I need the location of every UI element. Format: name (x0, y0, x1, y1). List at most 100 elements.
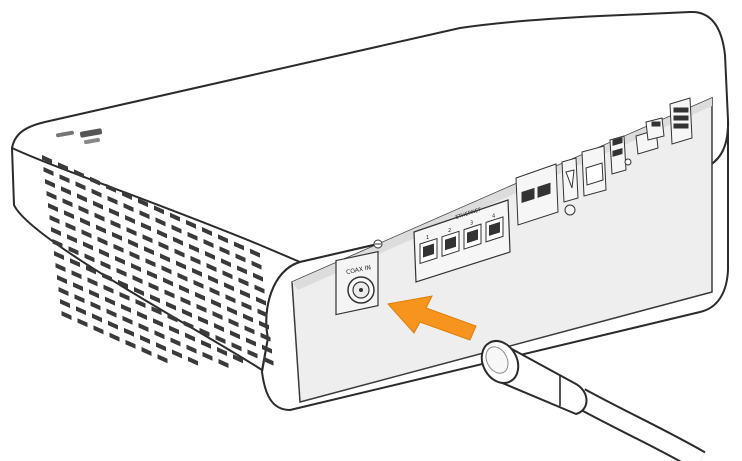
vent-slot (59, 174, 70, 184)
vent-slot (174, 248, 185, 258)
vent-slot (75, 181, 86, 191)
vent-slot (180, 296, 191, 306)
vent-slot (108, 320, 118, 330)
vent-slot (128, 239, 138, 248)
coax-cable[interactable] (475, 335, 706, 461)
ethernet-jack-opening (489, 221, 500, 236)
vent-slot (183, 320, 194, 330)
vent-slot (198, 315, 208, 325)
vent-slot (251, 260, 262, 270)
vent-slot (235, 253, 246, 263)
vent-slot (211, 299, 221, 309)
vent-slot (73, 282, 83, 292)
vent-slot (84, 253, 95, 263)
vent-slot (259, 320, 269, 330)
vent-slot (151, 306, 162, 316)
vent-slot (52, 239, 63, 248)
power-inlet[interactable] (669, 97, 693, 145)
vent-slot (177, 272, 188, 282)
vent-slot (91, 188, 102, 198)
vent-slot (46, 191, 57, 200)
top-logo-badge (56, 128, 103, 145)
vent-slot (222, 270, 233, 280)
vent-slot (90, 176, 100, 186)
vent-slot (215, 335, 226, 345)
vent-slot (60, 299, 70, 308)
vent-slot (179, 284, 189, 294)
vent-slot (87, 277, 98, 287)
ethernet-port-number: 2 (448, 228, 451, 234)
vent-slot (188, 356, 198, 366)
insert-direction-arrow-icon (387, 295, 477, 341)
vent-slot (121, 303, 131, 313)
side-vents (42, 155, 274, 369)
vent-slot (77, 318, 88, 328)
vent-slot (160, 253, 170, 263)
vent-slot (166, 301, 176, 311)
vent-slot (240, 289, 250, 299)
ethernet-jack-opening (467, 229, 478, 244)
vent-slot (42, 155, 52, 164)
vent-slot (218, 234, 228, 244)
vent-slot (237, 265, 247, 275)
vent-slot (238, 277, 249, 287)
vent-slot (135, 299, 146, 308)
vent-slot (62, 198, 73, 208)
vent-slot (124, 327, 134, 337)
vent-slot (185, 332, 195, 342)
vent-slot (161, 265, 172, 275)
vent-slot (86, 265, 96, 275)
vent-slot (189, 243, 199, 253)
vent-slot (221, 258, 231, 268)
vent-slot (169, 325, 179, 335)
vent-slot (112, 231, 122, 241)
rear-ports-cluster (515, 97, 693, 226)
vent-slot (148, 282, 159, 292)
vent-slot (263, 356, 274, 366)
vent-slot (154, 205, 164, 215)
vent-slot (67, 234, 77, 244)
vent-slot (158, 241, 169, 251)
vent-slot (57, 275, 67, 284)
vent-slot (187, 231, 198, 241)
vent-slot (225, 294, 236, 304)
vent-slot (142, 234, 153, 244)
vent-slot (230, 330, 240, 340)
vent-slot (196, 303, 207, 313)
vent-slot (244, 325, 255, 335)
vent-slot (173, 236, 183, 246)
vent-slot (206, 263, 217, 272)
vent-slot (208, 275, 218, 284)
vent-slot (157, 229, 167, 239)
vent-slot (109, 207, 119, 217)
coax-in-port[interactable]: COAX IN (335, 239, 383, 316)
ethernet-port-number: 1 (426, 235, 429, 241)
audio-jack[interactable] (564, 204, 576, 216)
vent-slot (119, 291, 130, 301)
vent-slot (54, 251, 64, 260)
vent-slot (199, 327, 210, 337)
vent-slot (227, 306, 237, 316)
vent-slot (150, 294, 160, 304)
vent-slot (205, 251, 215, 260)
vent-slot (141, 347, 152, 356)
vent-slot (138, 323, 149, 332)
vent-slot (201, 339, 211, 349)
vent-slot (209, 287, 220, 297)
vent-slot (224, 282, 234, 292)
vent-slot (172, 349, 182, 359)
vent-slot (140, 335, 150, 344)
power-switch[interactable] (645, 117, 665, 141)
vent-slot (125, 339, 136, 349)
vent-slot (48, 203, 58, 212)
vent-slot (102, 272, 112, 282)
vent-slot (212, 311, 223, 321)
vent-slot (260, 332, 271, 342)
vent-slot (195, 291, 205, 301)
vent-slot (153, 318, 163, 328)
vent-slot (51, 227, 61, 236)
vent-slot (106, 183, 116, 193)
vent-slot (93, 325, 104, 335)
